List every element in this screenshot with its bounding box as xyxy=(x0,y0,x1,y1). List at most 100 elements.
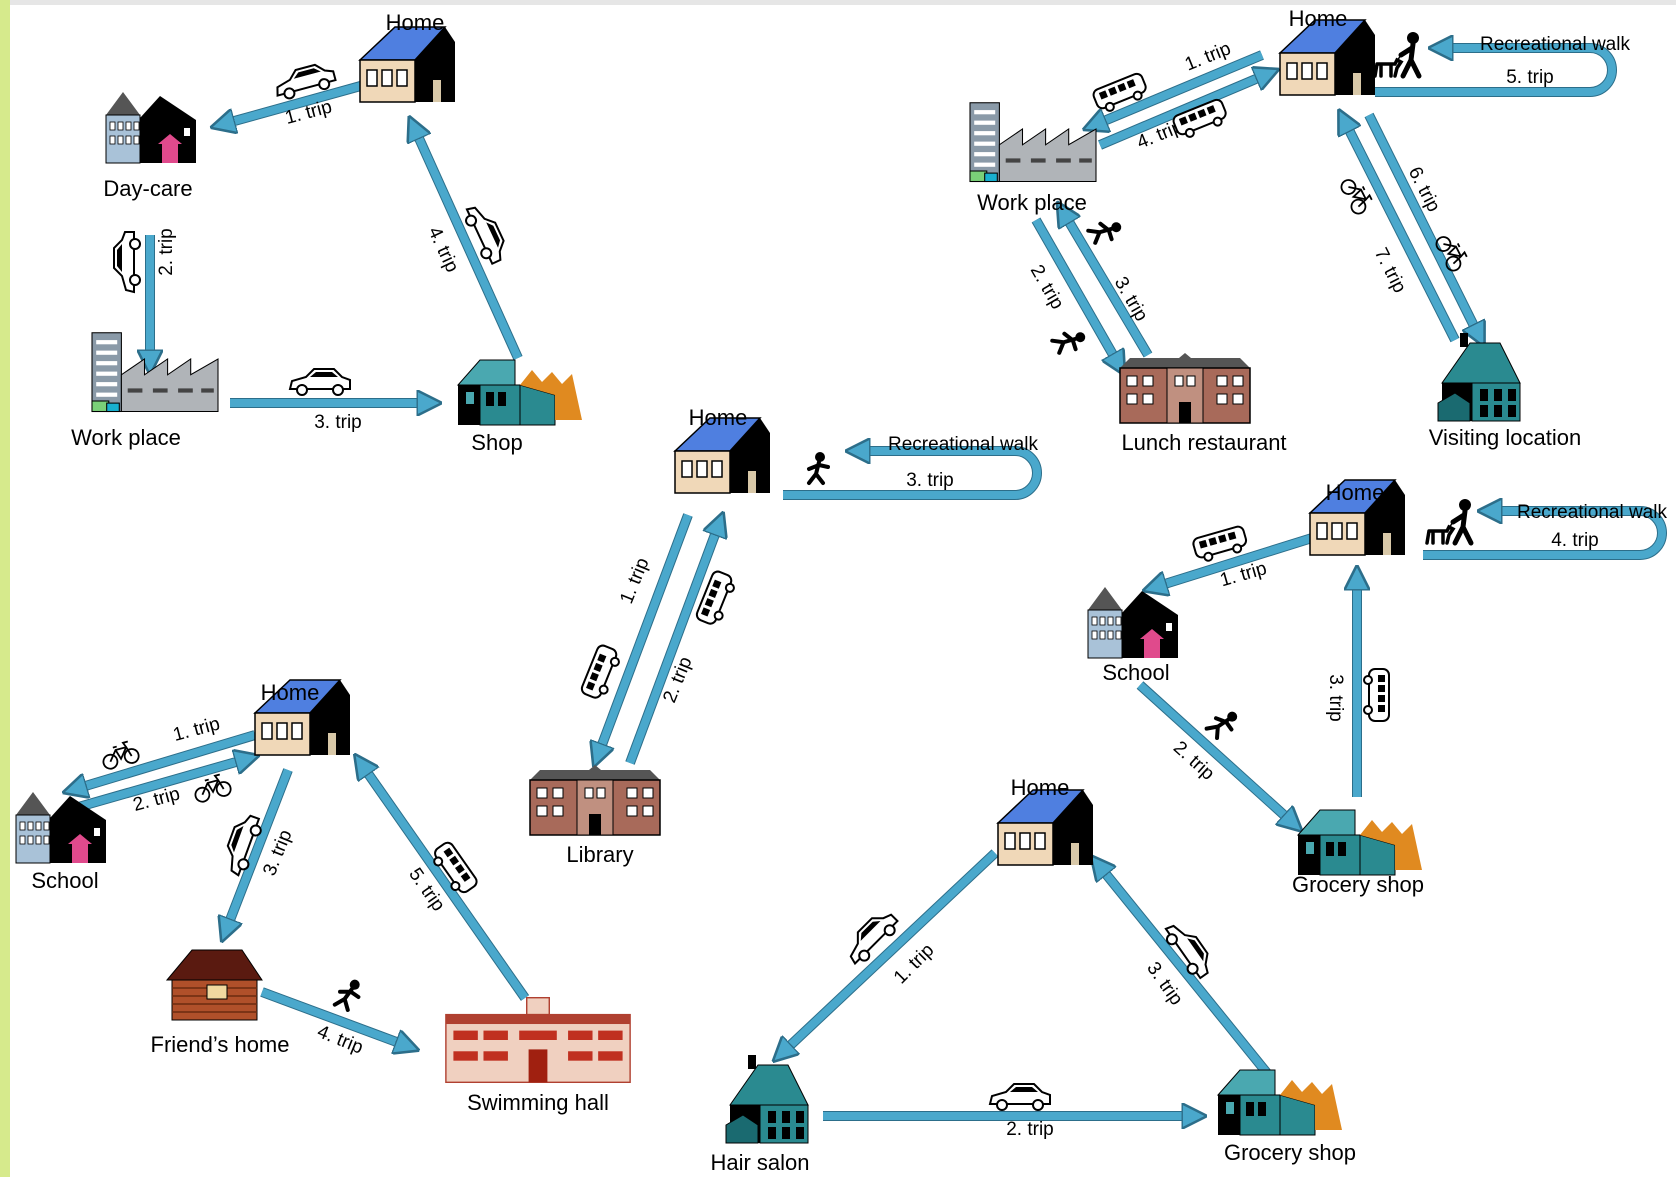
trip-label: 3. trip xyxy=(906,470,954,491)
trip-arrow-line xyxy=(1365,113,1480,338)
left-frame-bar xyxy=(0,0,10,1177)
trip-arrow-line xyxy=(1375,48,1616,96)
location-e-friend: Friend’s home xyxy=(151,949,290,1057)
location-d-home: Home xyxy=(1309,479,1406,556)
swimming-hall-icon xyxy=(445,996,631,1084)
trip-label: 3. trip xyxy=(1325,674,1346,722)
trip-label: 5. trip xyxy=(1506,67,1554,88)
location-b-home: Home xyxy=(1279,6,1376,96)
trip-arrow-line xyxy=(1343,118,1459,342)
trip-arrow-line xyxy=(360,762,529,1001)
trip-label: 1. trip xyxy=(171,713,222,746)
teal-house-icon xyxy=(725,1054,809,1144)
location-label-home: Home xyxy=(1289,6,1348,31)
trip-arrow-line xyxy=(783,451,1041,499)
location-a-home: Home xyxy=(359,10,456,103)
house-icon xyxy=(359,26,456,103)
trip-label: 2. trip xyxy=(156,228,177,276)
walker-icon xyxy=(332,973,367,1014)
trip-label: 4. trip xyxy=(1551,530,1599,551)
shop-icon xyxy=(457,359,583,426)
car-icon xyxy=(989,1083,1051,1111)
trip-arrow-line xyxy=(1098,73,1270,149)
location-a-shop: Shop xyxy=(457,359,583,455)
trip-arrow-line xyxy=(626,521,720,765)
trip-arrow-e5: 5. trip xyxy=(360,762,530,1001)
trip-arrow-e3: 3. trip xyxy=(220,768,297,933)
trip-label: 2. trip xyxy=(1006,1119,1054,1140)
walker-icon xyxy=(1086,213,1127,250)
daycare-icon xyxy=(105,91,197,164)
location-e-home: Home xyxy=(254,679,351,756)
location-label-school: School xyxy=(31,868,98,893)
trip-label: 1. trip xyxy=(616,555,653,607)
shop-icon xyxy=(1297,809,1423,876)
trip-arrow-b6: 6. trip xyxy=(1364,112,1480,338)
school-icon xyxy=(1087,586,1179,659)
trip-label: 7. trip xyxy=(1370,245,1410,297)
trip-arrow-d3: 3. trip xyxy=(1325,575,1390,797)
location-c-library: Library xyxy=(529,764,661,867)
trip-arrow-line xyxy=(73,758,250,812)
location-f-salon: Hair salon xyxy=(710,1054,810,1175)
location-label-swimming-hall: Swimming hall xyxy=(467,1090,609,1115)
trip-arrow-line xyxy=(72,731,257,790)
trip-arrow-line xyxy=(1032,218,1120,367)
trip-arrow-b7: 7. trip xyxy=(1339,118,1460,343)
trip-arrow-c2: 2. trip xyxy=(625,521,739,765)
trip-arrow-line xyxy=(220,78,377,125)
teal-house-icon xyxy=(1437,332,1521,422)
factory-icon xyxy=(969,102,1097,183)
trip-arrow-line xyxy=(1152,534,1314,588)
location-e-school: School xyxy=(15,791,107,893)
location-label-home: Home xyxy=(1011,775,1070,800)
recreational-walk-label: Recreational walk xyxy=(1517,502,1667,523)
car-icon xyxy=(289,368,351,396)
location-b-visit: Visiting location xyxy=(1429,332,1581,450)
shop-icon xyxy=(1217,1069,1343,1136)
house-icon xyxy=(1279,19,1376,96)
location-b-lunch: Lunch restaurant xyxy=(1119,352,1287,455)
location-label-grocery-shop: Grocery shop xyxy=(1292,872,1424,897)
location-label-lunch-restaurant: Lunch restaurant xyxy=(1121,430,1286,455)
location-c-home: Home xyxy=(674,405,771,494)
location-label-school: School xyxy=(1102,660,1169,685)
trip-arrow-line xyxy=(413,125,522,360)
trip-arrow-line xyxy=(1097,863,1271,1076)
location-label-shop: Shop xyxy=(471,430,522,455)
location-f-grocery: Grocery shop xyxy=(1217,1069,1356,1165)
location-a-work: Work place xyxy=(71,332,219,450)
bicycle-icon xyxy=(98,738,142,772)
dog-walker-icon xyxy=(1375,32,1419,76)
trip-arrow-d2: 2. trip xyxy=(1136,681,1295,825)
trip-arrow-line xyxy=(1423,511,1666,559)
trip-arrow-d1: 1. trip xyxy=(1152,524,1314,591)
location-d-grocery: Grocery shop xyxy=(1292,809,1424,897)
trip-arrow-line xyxy=(1092,51,1264,126)
trip-arrow-line xyxy=(1137,682,1295,825)
trip-arrow-line xyxy=(597,513,692,758)
trip-arrow-b1: 1. trip xyxy=(1092,38,1264,126)
location-a-daycare: Day-care xyxy=(103,91,197,201)
location-label-hair-salon: Hair salon xyxy=(710,1150,809,1175)
trip-arrow-c1: 1. trip xyxy=(579,513,693,758)
trip-arrow-a1: 1. trip xyxy=(220,59,377,129)
location-label-home: Home xyxy=(1326,480,1385,505)
trip-arrow-b5: 5. trip Recreational walk xyxy=(1375,32,1630,97)
restaurant-icon xyxy=(1119,352,1251,424)
location-b-work: Work place xyxy=(969,102,1097,215)
bus-icon xyxy=(1363,668,1390,722)
walker-icon xyxy=(1050,323,1091,360)
library-icon xyxy=(529,764,661,836)
trip-label: 3. trip xyxy=(314,412,362,433)
trip-arrow-f2: 2. trip xyxy=(823,1083,1197,1140)
cabin-icon xyxy=(166,949,263,1021)
dog-walker-icon xyxy=(1427,499,1471,543)
location-label-library: Library xyxy=(566,842,633,867)
trip-arrow-a3: 3. trip xyxy=(230,368,432,433)
walker-icon xyxy=(807,450,830,485)
walker-icon xyxy=(1204,703,1244,744)
recreational-walk-label: Recreational walk xyxy=(1480,34,1630,55)
